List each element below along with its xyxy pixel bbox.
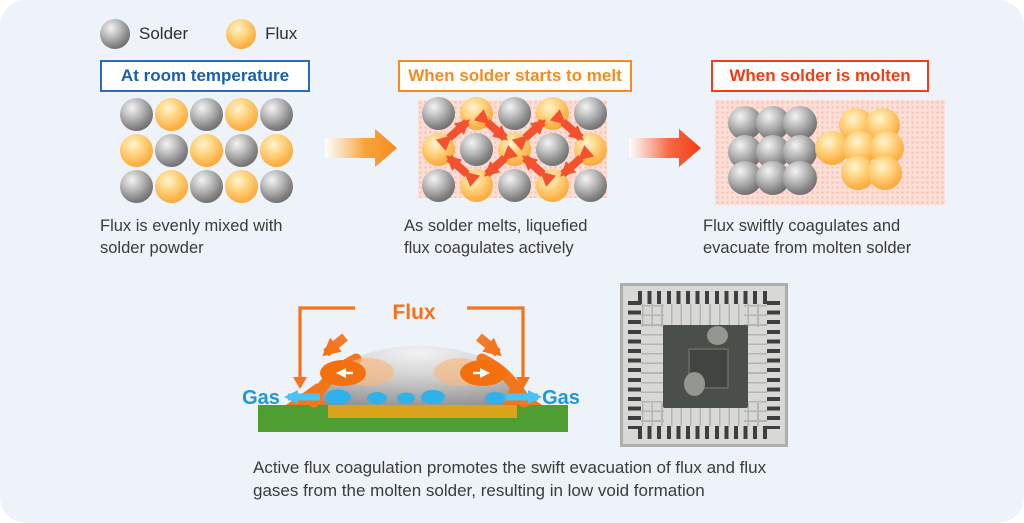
flux-coagulation-arrows [435, 109, 595, 187]
stage3-caption-line2: evacuate from molten solder [703, 238, 912, 257]
transition-arrow-orange [325, 129, 397, 167]
void-evacuation-diagram: Flux Gas Gas [242, 301, 580, 432]
transition-arrow-red [629, 129, 701, 167]
flux-sphere-icon [226, 19, 257, 49]
stage2-caption: As solder melts, liquefied flux coagulat… [404, 216, 587, 260]
solder-sphere [260, 169, 293, 203]
solder-sphere [120, 97, 153, 131]
flux-bracket-left [298, 306, 355, 378]
stage3-caption: Flux swiftly coagulates and evacuate fro… [703, 216, 911, 260]
stage3-title: When solder is molten [711, 60, 929, 92]
stage2-caption-line1: As solder melts, liquefied [404, 217, 588, 235]
chip-traces-bottom [642, 403, 766, 426]
solder-sphere [225, 133, 258, 167]
flux-sphere [155, 169, 188, 203]
flux-sphere [225, 97, 258, 131]
stage1-caption: Flux is evenly mixed with solder powder [100, 216, 282, 260]
flux-bracket-arrowhead-right [516, 377, 530, 389]
chip-void-blob-top [707, 326, 728, 345]
stage2-caption-line2: flux coagulates actively [404, 238, 574, 257]
legend: Solder Flux [100, 19, 325, 49]
stage2-title: When solder starts to melt [398, 60, 632, 92]
gas-label-left: Gas [242, 387, 280, 409]
gas-void [367, 392, 387, 404]
stage3-panel-background [715, 100, 945, 205]
solder-sphere-icon [100, 19, 130, 49]
flux-sphere [155, 97, 188, 131]
gas-void [421, 390, 445, 404]
footer-caption-line2: gases from the molten solder, resulting … [253, 480, 705, 500]
legend-item-flux: Flux [226, 19, 297, 49]
stage1-title: At room temperature [100, 60, 310, 92]
chip-die [663, 325, 748, 408]
flux-sphere [120, 133, 153, 167]
gas-void [485, 392, 505, 404]
chip-pins-left [628, 301, 641, 429]
flux-bracket-arrowhead-left [293, 377, 307, 389]
chip-pins-bottom [638, 426, 770, 439]
gas-label-right: Gas [542, 387, 580, 409]
flux-bracket-right [467, 306, 525, 378]
legend-solder-label: Solder [139, 24, 189, 43]
solder-sphere [155, 133, 188, 167]
footer-caption-line1: Active flux coagulation promotes the swi… [253, 458, 767, 477]
chip-pins-top [638, 291, 770, 304]
flux-sphere [868, 156, 902, 190]
solder-sphere [783, 106, 817, 140]
gas-void [325, 389, 351, 405]
solder-sphere [120, 169, 153, 203]
chip-xray-image [620, 283, 788, 447]
solder-sphere [260, 97, 293, 131]
solder-sphere [190, 97, 223, 131]
stage1-sphere-grid [119, 96, 294, 204]
flux-sphere [260, 133, 293, 167]
solder-pad [328, 405, 517, 418]
chip-traces-left [641, 305, 664, 425]
flux-sphere [190, 133, 223, 167]
stage3-caption-line1: Flux swiftly coagulates and [703, 217, 901, 235]
stage1-caption-line2: solder powder [100, 238, 204, 257]
flux-down-arrow-right [476, 333, 502, 357]
chip-traces-top [642, 304, 766, 327]
chip-void-blob-bottom [684, 372, 705, 396]
solder-sphere [190, 169, 223, 203]
solder-sphere [783, 161, 817, 195]
gas-void [397, 392, 415, 404]
flux-down-arrow-left [322, 333, 348, 357]
flux-sphere [225, 169, 258, 203]
stage1-caption-line1: Flux is evenly mixed with [100, 217, 283, 235]
legend-item-solder: Solder [100, 19, 188, 49]
footer-caption: Active flux coagulation promotes the swi… [253, 457, 853, 502]
chip-traces-right [744, 305, 767, 425]
chip-pins-right [767, 301, 780, 429]
flux-label: Flux [392, 301, 435, 324]
legend-flux-label: Flux [265, 24, 298, 43]
